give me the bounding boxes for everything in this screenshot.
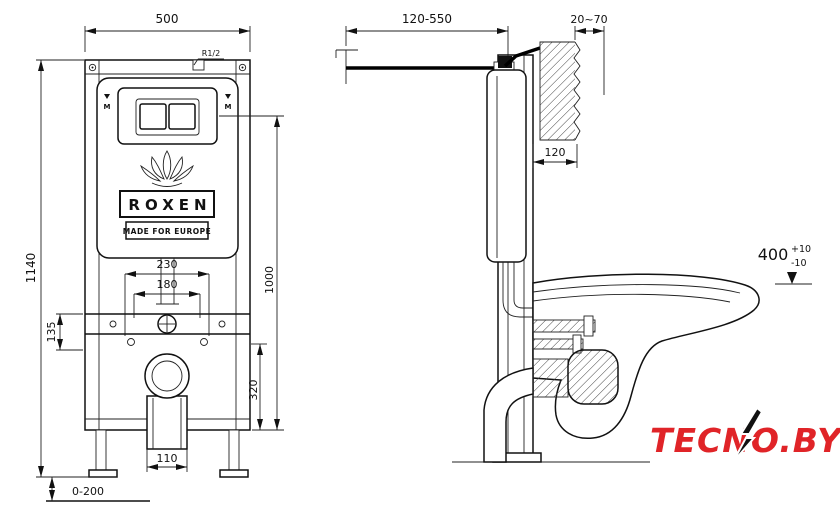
dim-inlet-120: 120 [532, 144, 578, 168]
lotus-crown-icon [140, 150, 194, 187]
level-triangle-icon [104, 94, 110, 99]
level-mark-left: M [104, 94, 111, 111]
dim-120-label: 120 [545, 146, 566, 159]
level-mark-right: M [225, 94, 232, 111]
thread-size-label: R1/2 [202, 49, 220, 58]
threaded-rod-icon [532, 319, 596, 333]
dim-plate-height-1000: 1000 [219, 115, 284, 431]
dim-depth-label: 120-550 [402, 12, 452, 26]
dim-320-label: 320 [247, 380, 260, 401]
crossbar [85, 313, 250, 346]
dim-400-tol-plus: +10 [791, 244, 811, 255]
lightning-bolt-icon [732, 406, 764, 463]
fixing-hole-icon [127, 338, 135, 346]
dim-230-label: 230 [157, 258, 178, 271]
level-mark-right-label: M [225, 103, 232, 111]
dim-1000-label: 1000 [263, 266, 276, 294]
dim-feet-label: 0-200 [72, 485, 104, 498]
dim-110-label: 110 [157, 452, 178, 465]
watermark: TECNO.BY [650, 406, 840, 463]
dim-135-label: 135 [45, 322, 58, 343]
flush-button-right [168, 103, 196, 130]
toilet-bowl-profile [532, 273, 760, 439]
dim-height-1140: 1140 [24, 59, 86, 478]
flush-pipe-side [502, 262, 533, 318]
dim-wall-label: 20~70 [570, 13, 607, 26]
waste-outlet-icon [144, 353, 190, 399]
brand-tagline: MADE FOR EUROPE [123, 227, 212, 236]
adjustable-feet [88, 429, 249, 478]
dim-feet-0-200: 0-200 [46, 476, 150, 502]
dim-400-label: 400 [758, 245, 789, 264]
level-mark-left-label: M [104, 103, 111, 111]
fixing-hardware [532, 315, 619, 405]
outlet-sleeve-icon [567, 349, 619, 405]
brand-name: ROXEN [128, 196, 211, 214]
supply-pipe [335, 49, 506, 84]
dim-outlet-height-320: 320 [247, 343, 267, 430]
datum-triangle-icon [787, 272, 797, 284]
water-inlet-fitting: R1/2 [192, 49, 224, 71]
dim-fixing-180: 180 [133, 278, 201, 318]
level-triangle-icon [225, 94, 231, 99]
dim-depth-120-550: 120-550 [345, 12, 509, 62]
wall-section-hatched [539, 41, 581, 141]
dim-180-label: 180 [157, 278, 178, 291]
waste-outlet [144, 353, 190, 450]
dim-bar-135: 135 [45, 313, 83, 351]
dim-drain-110: 110 [146, 449, 188, 472]
fixing-hole-icon [200, 338, 208, 346]
drain-elbow [483, 367, 534, 463]
dim-height-label: 1140 [24, 253, 38, 284]
side-view: 120-550 20~70 [335, 12, 812, 463]
front-view: 500 1140 R1/2 [24, 12, 284, 502]
cistern-side [486, 46, 541, 263]
dim-rim-400: 400 +10 -10 [758, 244, 812, 285]
dim-fixing-230: 230 [124, 258, 210, 336]
dim-width-500: 500 [84, 12, 251, 52]
dim-width-label: 500 [156, 12, 179, 26]
flush-button-left [139, 103, 167, 130]
dim-400-tol-minus: -10 [791, 258, 807, 269]
threaded-rod-icon [532, 338, 584, 350]
dim-wall-20-70: 20~70 [570, 13, 608, 95]
cistern-front: M M ROXEN MADE FOR EUROPE [96, 77, 239, 259]
